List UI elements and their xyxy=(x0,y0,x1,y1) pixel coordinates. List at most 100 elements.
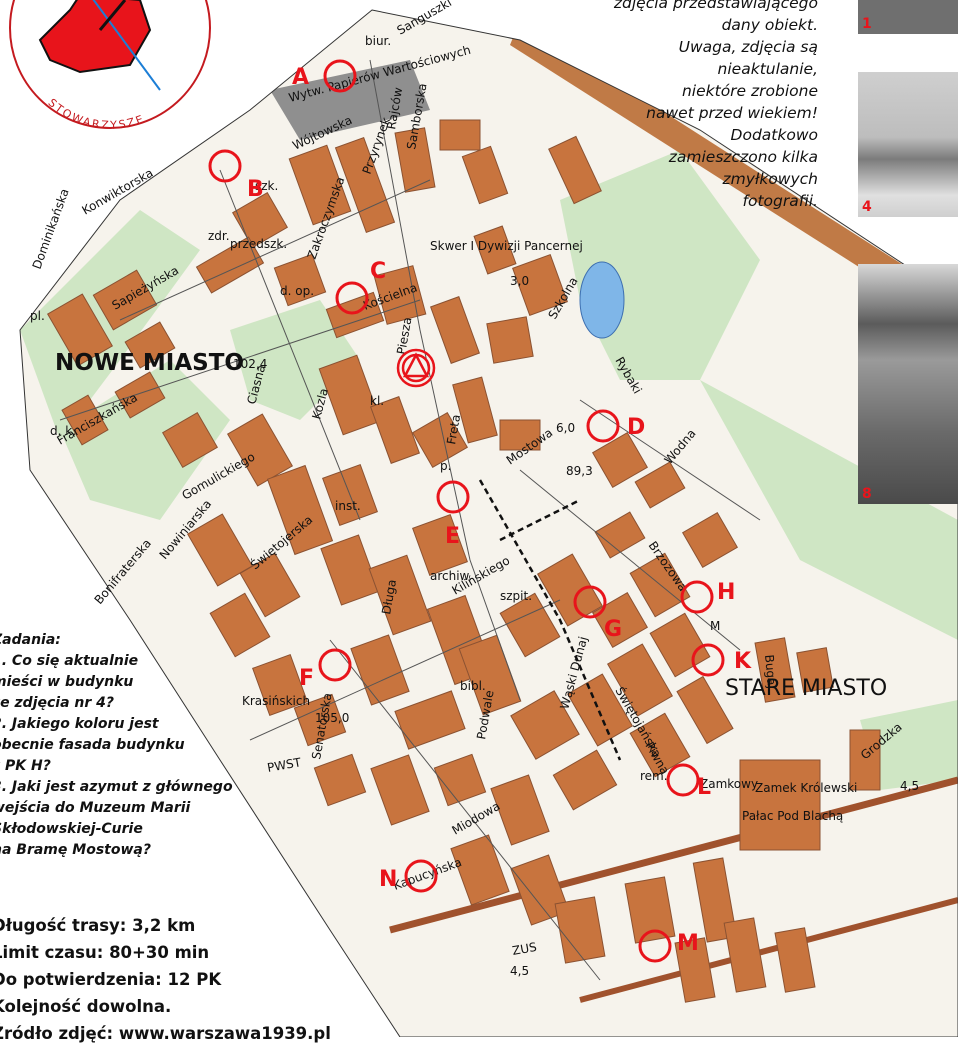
street-label: Dominikańska xyxy=(30,187,72,271)
note-line: Dodatkowo xyxy=(730,126,818,144)
checkpoint-label: D xyxy=(627,415,645,440)
building-block xyxy=(461,145,509,205)
building-block xyxy=(452,376,498,444)
building-block xyxy=(288,144,352,226)
photo-8: 8 xyxy=(858,264,958,504)
district-nowe-miasto: NOWE MIASTO xyxy=(55,350,244,376)
building-block xyxy=(439,119,481,151)
photo-number: 8 xyxy=(862,486,872,502)
task-line: 1. Co się aktualnie xyxy=(0,653,139,669)
building-block xyxy=(676,675,734,745)
landmark-label: Pałac Pod Blachą xyxy=(742,809,843,823)
checkpoint-label: K xyxy=(734,649,752,674)
building-block xyxy=(195,236,265,294)
note-line: nieaktulanie, xyxy=(717,60,818,78)
building-block xyxy=(92,269,158,331)
abbreviation-label: szk. xyxy=(255,179,278,193)
street-label: Zamkowy xyxy=(700,777,758,791)
building-block xyxy=(186,513,254,587)
building-block xyxy=(490,774,550,846)
elevation-label: 4,5 xyxy=(900,779,919,793)
building-block xyxy=(430,296,480,364)
building-block xyxy=(293,693,347,747)
abbreviation-label: d. k. xyxy=(50,424,76,438)
abbreviation-label: zdr. xyxy=(208,229,230,243)
note-line: fotografii. xyxy=(742,192,818,210)
building-block xyxy=(796,647,834,693)
note-line: niektóre zrobione xyxy=(681,82,818,100)
checkpoint-label: N xyxy=(379,867,397,892)
note-line: nawet przed wiekiem! xyxy=(646,104,818,122)
building-block xyxy=(634,461,686,509)
street-label: Freta xyxy=(444,413,463,445)
building-block xyxy=(548,135,602,205)
building-block xyxy=(239,552,301,618)
checkpoint-circle xyxy=(680,580,714,614)
start-triangle-icon xyxy=(396,348,436,388)
task-line: na Bramę Mostową? xyxy=(0,842,151,858)
info-line: Limit czasu: 80+30 min xyxy=(0,943,210,962)
building-block xyxy=(46,293,114,367)
note-line: Uwaga, zdjęcia są xyxy=(678,38,818,56)
building-block xyxy=(114,371,166,419)
checkpoint-l: L xyxy=(666,763,711,800)
building-block xyxy=(373,265,427,325)
elevation-label: 4,5 xyxy=(510,964,529,978)
landmark-label: Zamek Królewski xyxy=(755,781,857,795)
building-block xyxy=(739,759,821,851)
building-block xyxy=(681,511,739,569)
building-block xyxy=(368,554,432,636)
task-line: mieści w budynku xyxy=(0,674,134,690)
checkpoint-label: E xyxy=(445,524,460,549)
street-label: Długa xyxy=(379,578,399,615)
landmark-label: Skwer I Dywizji Pancernej xyxy=(430,239,583,253)
building-block xyxy=(499,592,561,658)
building-block xyxy=(412,514,468,576)
checkpoint-circle xyxy=(318,648,352,682)
info-line: Kolejność dowolna. xyxy=(0,997,172,1016)
abbreviation-label: pl. xyxy=(30,309,45,323)
photo-4: 4 xyxy=(858,72,958,217)
checkpoint-label: L xyxy=(697,775,711,800)
building-block xyxy=(591,431,649,489)
photo-number: 4 xyxy=(862,199,872,215)
building-block xyxy=(554,896,606,964)
checkpoint-k: K xyxy=(691,643,752,677)
checkpoint-b: B xyxy=(208,149,264,202)
building-block xyxy=(370,754,430,826)
building-block xyxy=(334,136,396,234)
abbreviation-label: kl. xyxy=(370,394,384,408)
note-line: zmyłkowych xyxy=(722,170,818,188)
building-block xyxy=(512,254,568,316)
task-line: 2. Jakiego koloru jest xyxy=(0,716,159,732)
note-line: zamieszczono kilka xyxy=(668,148,818,166)
task-line: z PK H? xyxy=(0,758,51,774)
building-block xyxy=(273,253,327,307)
building-block xyxy=(594,511,646,559)
checkpoint-circle xyxy=(323,59,357,93)
elevation-label: 3,0 xyxy=(510,274,529,288)
building-block xyxy=(486,316,534,364)
info-line: Długość trasy: 3,2 km xyxy=(0,916,196,935)
checkpoint-e: E xyxy=(436,480,470,549)
checkpoint-f: F xyxy=(299,648,352,691)
building-block xyxy=(473,225,517,275)
building-block xyxy=(674,937,716,1003)
checkpoint-label: M xyxy=(677,931,699,956)
checkpoint-label: G xyxy=(604,617,622,642)
checkpoint-m: M xyxy=(638,929,699,963)
task-line: wejścia do Muzeum Marii xyxy=(0,800,191,816)
building-blocks xyxy=(46,119,881,1003)
building-block xyxy=(591,591,649,649)
checkpoint-n: N xyxy=(379,859,438,893)
elevation-label: 89,3 xyxy=(566,464,593,478)
checkpoint-circle xyxy=(573,585,607,619)
checkpoint-c: C xyxy=(335,259,386,315)
building-block xyxy=(411,411,469,469)
street-label: Bugaj xyxy=(762,654,779,689)
building-block xyxy=(161,411,219,469)
abbreviation-label: M xyxy=(710,619,720,633)
abbreviation-label: d. op. xyxy=(280,284,314,298)
building-block xyxy=(61,394,109,446)
